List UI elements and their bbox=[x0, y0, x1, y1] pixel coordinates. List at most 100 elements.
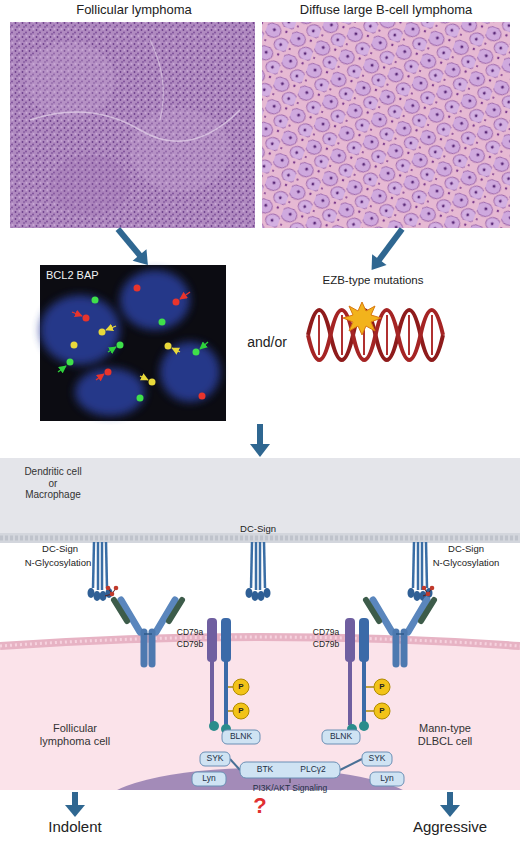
arrow-head bbox=[372, 254, 387, 270]
dna-helix bbox=[431, 315, 433, 355]
histology-panel: Diffuse large B-cell lymphoma bbox=[262, 3, 510, 229]
fish-image bbox=[120, 270, 190, 330]
fish-image bbox=[71, 342, 78, 349]
fish-image bbox=[140, 376, 148, 380]
phospho-mark: P bbox=[238, 683, 243, 692]
cd79 bbox=[228, 710, 233, 712]
node-title: Follicular lymphoma bbox=[10, 3, 258, 18]
connector-text: and/or bbox=[247, 335, 287, 350]
fish-image bbox=[96, 374, 104, 380]
signaling bbox=[340, 759, 362, 770]
b-cell-receptor bbox=[114, 600, 182, 664]
dendritic-cell bbox=[0, 533, 520, 543]
histology-panel: Follicular lymphoma bbox=[10, 3, 258, 229]
fish-image bbox=[159, 319, 166, 326]
fish-image bbox=[83, 285, 206, 400]
fish-image bbox=[108, 347, 116, 352]
signaling bbox=[322, 730, 360, 744]
dna-helix bbox=[343, 302, 381, 335]
signaling bbox=[230, 759, 240, 770]
kinase-label: SYK bbox=[368, 754, 385, 763]
node-title: EZB-type mutations bbox=[302, 274, 444, 287]
phospho-mark: P bbox=[379, 683, 384, 692]
fish-image bbox=[180, 292, 190, 299]
kinase-label: Lyn bbox=[380, 774, 393, 783]
arrow-head bbox=[133, 249, 148, 265]
node-title: BCL2 BAP bbox=[46, 269, 166, 282]
kinase-label: BLNK bbox=[230, 732, 252, 741]
node-title: Diffuse large B-cell lymphoma bbox=[262, 3, 510, 18]
lymphoma-cell bbox=[100, 768, 420, 843]
fish-image bbox=[117, 342, 124, 349]
glycans bbox=[426, 592, 431, 597]
dna-helix bbox=[308, 302, 443, 360]
kinase-label: BLNK bbox=[330, 732, 352, 741]
fish-image bbox=[67, 297, 200, 402]
cd79 bbox=[366, 686, 374, 688]
fish-image bbox=[199, 393, 206, 400]
arrow-shaft bbox=[378, 229, 403, 262]
protein-label: DC-Sign bbox=[240, 524, 276, 534]
phospho-mark: P bbox=[379, 707, 384, 716]
down-arrow bbox=[257, 424, 263, 446]
dlbcl-histology bbox=[262, 22, 510, 228]
fish-image bbox=[72, 312, 82, 316]
protein-label: DC-Sign bbox=[42, 544, 78, 554]
fish-image bbox=[40, 265, 226, 421]
fish-image bbox=[105, 369, 112, 376]
cd79 bbox=[207, 618, 217, 662]
protein-label: CD79a bbox=[177, 628, 203, 637]
node-title: Follicular lymphoma cell bbox=[35, 722, 115, 747]
flow-arrow bbox=[118, 229, 148, 265]
signaling bbox=[192, 772, 226, 786]
cd79 bbox=[362, 660, 366, 725]
dlbcl-histology bbox=[262, 22, 510, 228]
arrow-shaft bbox=[118, 229, 142, 257]
fish-image bbox=[165, 343, 172, 350]
signaling bbox=[290, 778, 291, 783]
fl-histology bbox=[10, 22, 255, 228]
node-title: Dendritic cell or Macrophage bbox=[24, 466, 82, 501]
outcome-label: Aggressive bbox=[413, 819, 487, 836]
fish-image bbox=[40, 295, 120, 365]
outcome-arrows bbox=[72, 792, 78, 806]
dna-helix bbox=[408, 315, 410, 355]
cd79 bbox=[233, 703, 249, 719]
fl-histology bbox=[30, 110, 240, 141]
lymphoma-cell bbox=[0, 637, 520, 790]
protein-label: CD79b bbox=[177, 640, 203, 649]
pathway-label: PI3K/AKT Signaling bbox=[253, 784, 328, 793]
fish-image bbox=[99, 329, 106, 336]
fish-image bbox=[200, 342, 208, 349]
modification-label: N-Glycosylation bbox=[25, 558, 92, 568]
kinase-label: BTK bbox=[257, 765, 274, 774]
glycans bbox=[422, 586, 427, 591]
fish-image bbox=[71, 329, 172, 386]
protein-label: CD79a bbox=[313, 628, 339, 637]
signaling bbox=[200, 752, 230, 766]
mutation-panel: EZB-type mutations bbox=[302, 270, 444, 374]
dendritic-cell bbox=[0, 458, 520, 543]
cd79 bbox=[228, 686, 233, 688]
down-arrow bbox=[250, 444, 270, 457]
cd79 bbox=[348, 660, 352, 725]
signaling bbox=[362, 752, 392, 766]
glycans bbox=[110, 592, 115, 597]
cd79 bbox=[233, 679, 249, 695]
fish-image bbox=[67, 359, 74, 366]
modification-label: N-Glycosylation bbox=[433, 558, 500, 568]
kinase-label: PLCγ2 bbox=[300, 765, 326, 774]
cd79 bbox=[366, 710, 374, 712]
cd79 bbox=[359, 618, 369, 662]
fl-histology bbox=[150, 40, 163, 120]
glycans bbox=[105, 586, 434, 597]
dendritic-cell bbox=[0, 458, 520, 538]
dc-sign bbox=[88, 542, 433, 601]
dc-sign bbox=[408, 542, 433, 601]
lymphoma-cell bbox=[0, 637, 520, 646]
dna-helix bbox=[341, 315, 343, 355]
cd79 bbox=[374, 679, 390, 695]
down-arrow bbox=[250, 424, 270, 457]
